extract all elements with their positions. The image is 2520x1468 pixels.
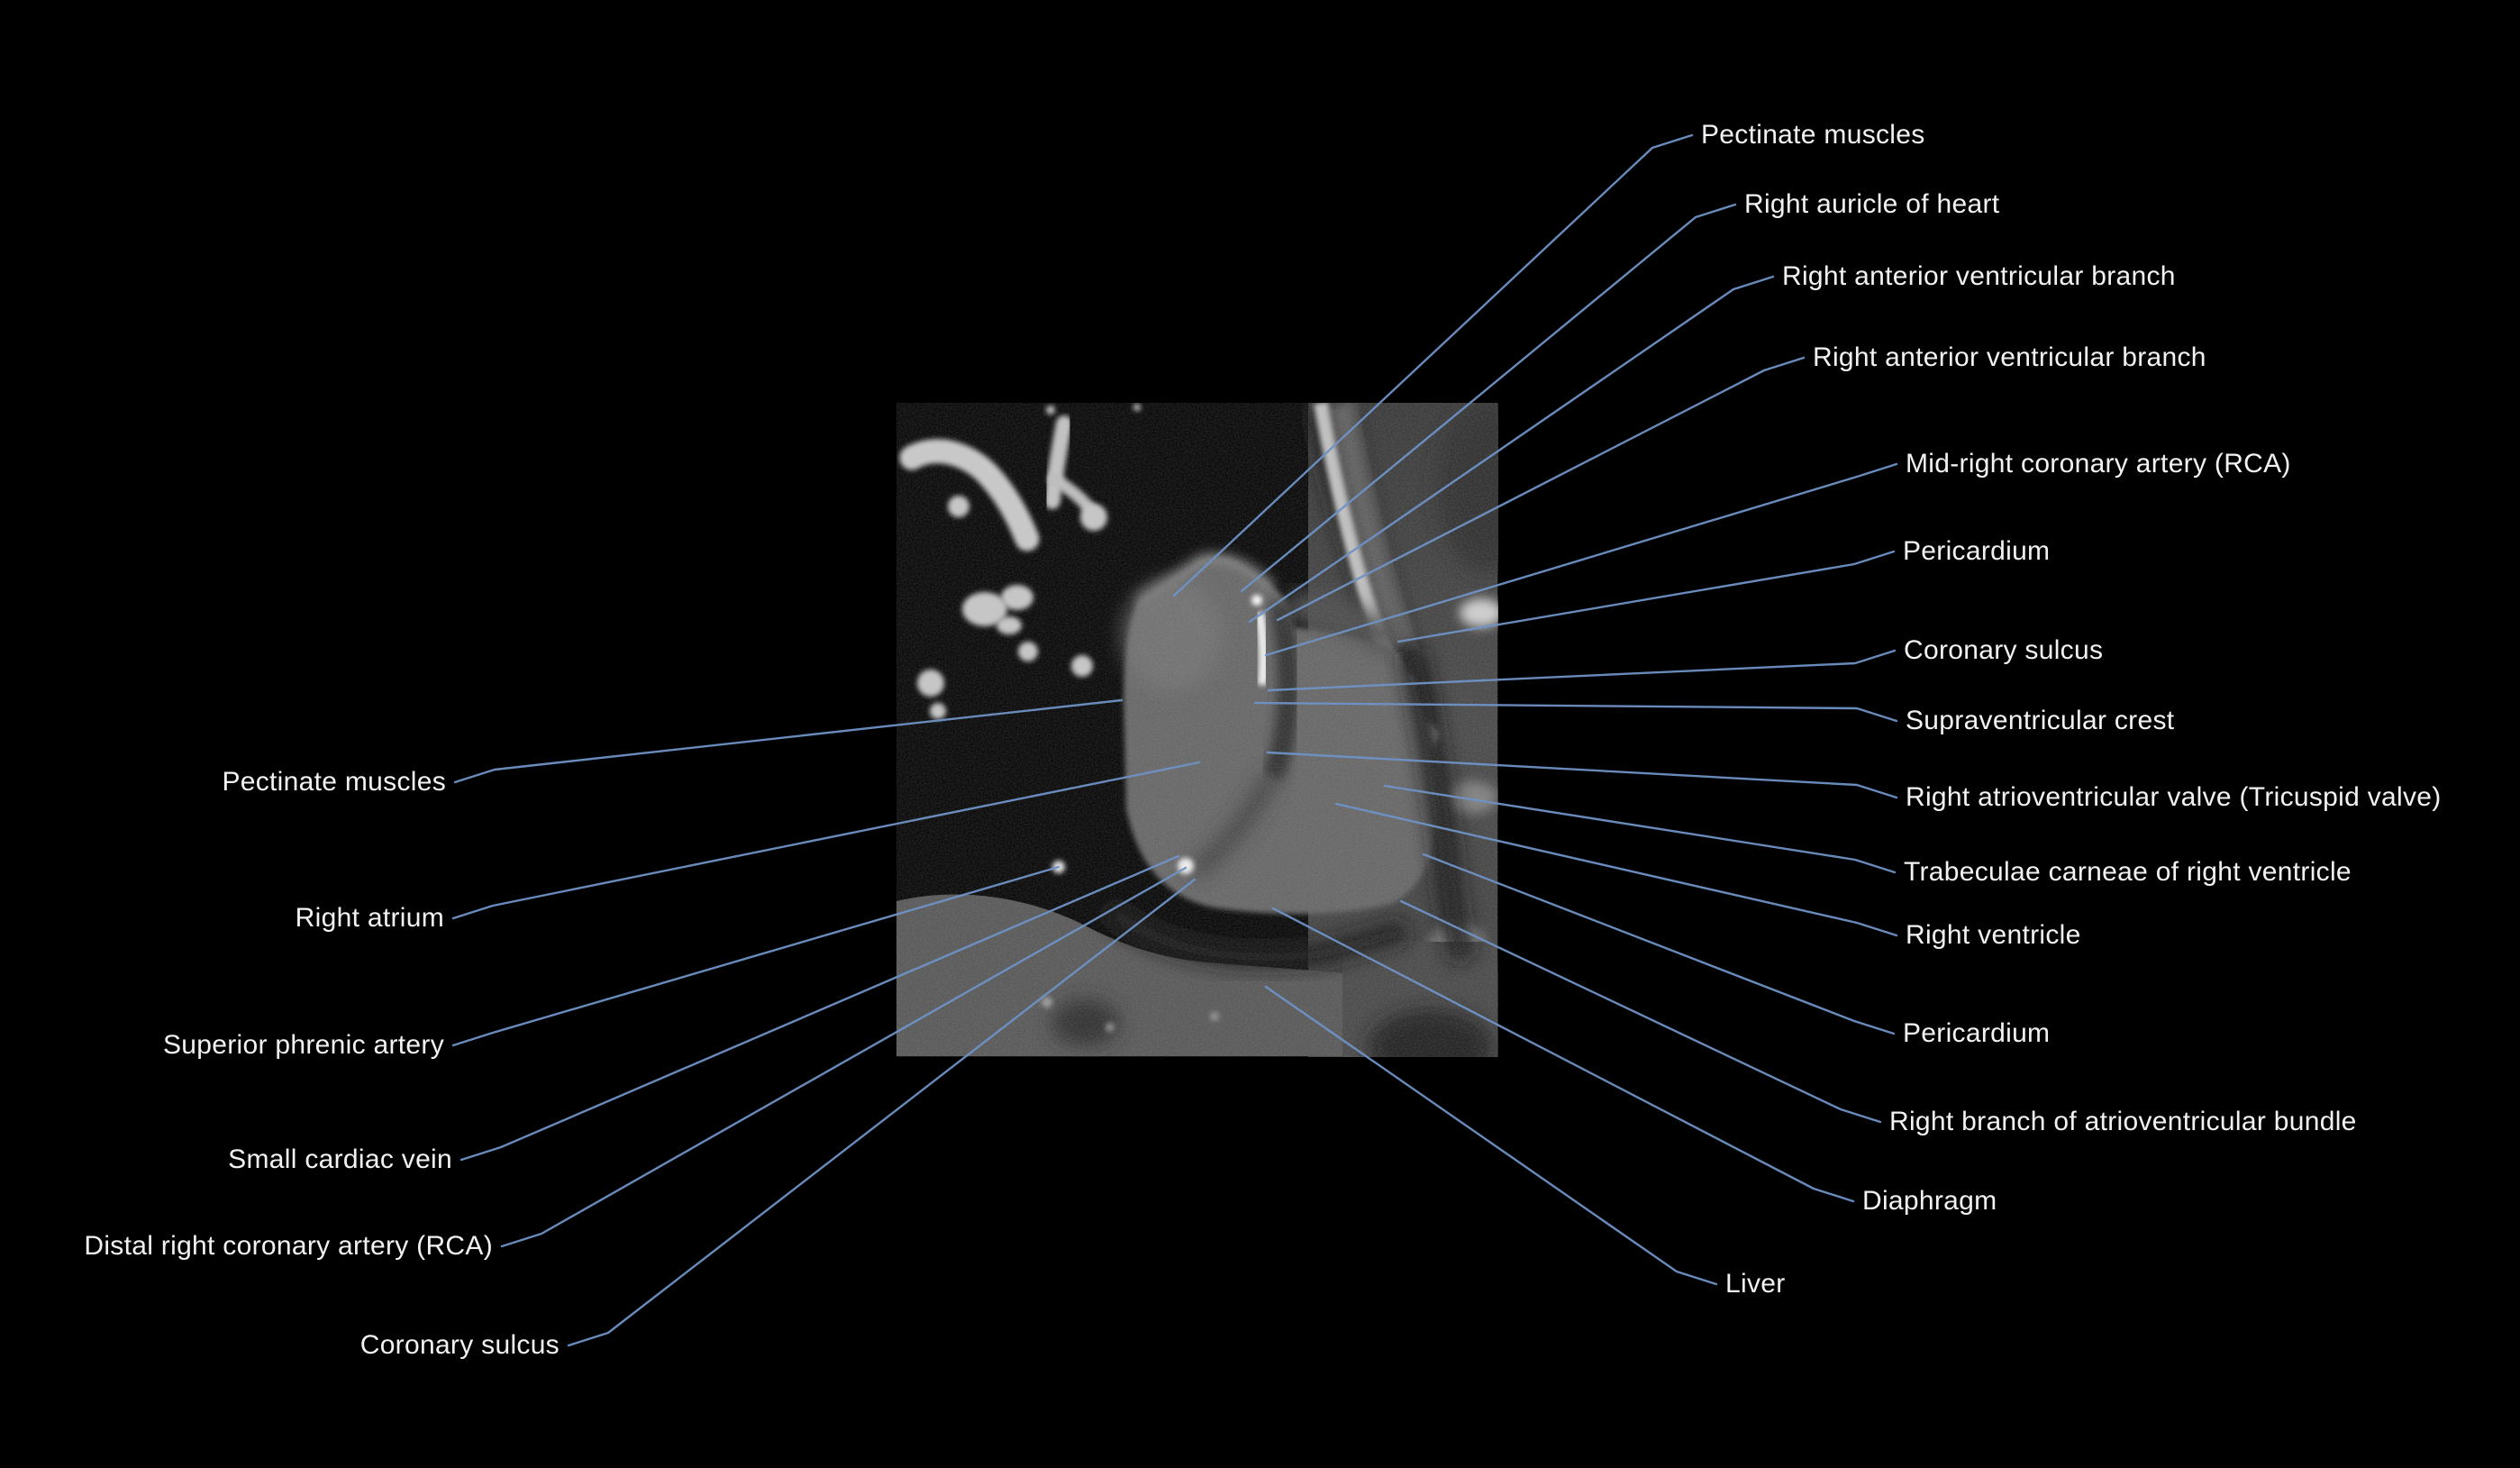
anatomy-label[interactable]: Pectinate muscles: [1701, 120, 1925, 150]
anatomy-label[interactable]: Right auricle of heart: [1744, 189, 2000, 219]
anatomy-label[interactable]: Distal right coronary artery (RCA): [84, 1231, 493, 1261]
anatomy-label[interactable]: Coronary sulcus: [1904, 635, 2104, 665]
leader-line: [451, 761, 1201, 920]
anatomy-label[interactable]: Pericardium: [1903, 1018, 2051, 1048]
anatomy-label[interactable]: Diaphragm: [1862, 1186, 1997, 1216]
anatomy-label[interactable]: Superior phrenic artery: [162, 1030, 444, 1060]
leader-line: [1271, 907, 1855, 1203]
leader-line: [453, 698, 1124, 784]
leader-line: [1334, 802, 1898, 937]
leader-line: [1396, 550, 1896, 643]
anatomy-label[interactable]: Liver: [1725, 1269, 1786, 1299]
leader-line: [1383, 784, 1897, 874]
anatomy-label[interactable]: Supraventricular crest: [1906, 706, 2175, 735]
leader-line: [1253, 701, 1898, 723]
leader-line: [1248, 275, 1775, 624]
leader-line: [1264, 985, 1718, 1286]
leader-line: [1276, 356, 1806, 622]
anatomy-label[interactable]: Right branch of atrioventricular bundle: [1889, 1107, 2357, 1136]
anatomy-label[interactable]: Trabeculae carneae of right ventricle: [1904, 857, 2352, 887]
anatomy-label[interactable]: Mid-right coronary artery (RCA): [1906, 449, 2291, 479]
leader-line: [500, 866, 1187, 1248]
ct-grain-overlay: [896, 403, 1498, 1057]
anatomy-label[interactable]: Right ventricle: [1906, 920, 2081, 950]
leader-line: [1422, 853, 1896, 1035]
leader-line: [1264, 462, 1898, 657]
leader-line: [1267, 649, 1897, 692]
anatomy-label[interactable]: Small cardiac vein: [228, 1144, 452, 1174]
leader-line: [567, 878, 1196, 1347]
leader-line: [1240, 203, 1737, 593]
anatomy-label[interactable]: Right anterior ventricular branch: [1813, 342, 2206, 372]
anatomy-label[interactable]: Coronary sulcus: [359, 1330, 559, 1360]
anatomy-label[interactable]: Right atrioventricular valve (Tricuspid …: [1906, 782, 2442, 812]
leader-line: [1399, 899, 1882, 1124]
leader-line: [1172, 133, 1694, 597]
anatomy-label[interactable]: Pericardium: [1903, 536, 2051, 566]
anatomy-label[interactable]: Pectinate muscles: [222, 767, 446, 797]
anatomy-label[interactable]: Right atrium: [295, 903, 444, 933]
leader-line: [451, 865, 1060, 1047]
leader-line: [1266, 751, 1898, 799]
anatomy-label[interactable]: Right anterior ventricular branch: [1782, 261, 2176, 291]
leader-line: [459, 854, 1180, 1162]
